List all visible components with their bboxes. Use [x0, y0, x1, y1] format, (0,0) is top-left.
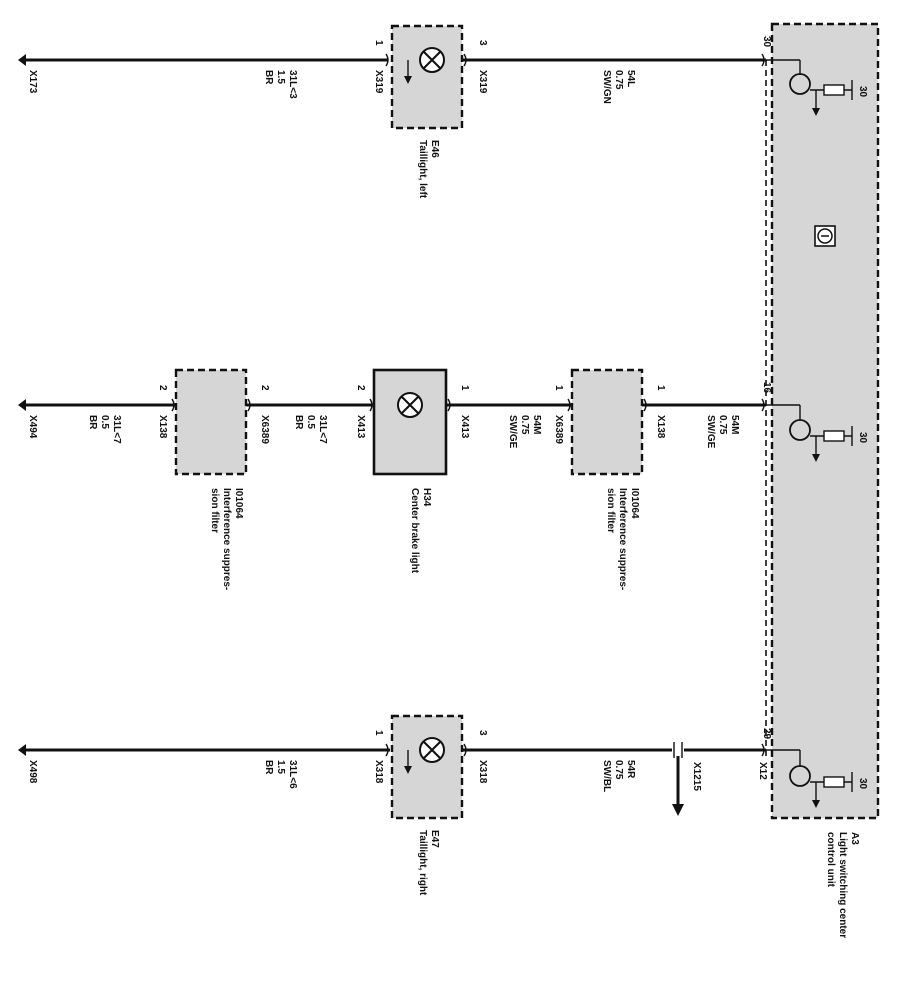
right-ground-color: BR: [263, 760, 274, 775]
right-lamp-name: Taillight, right: [417, 830, 428, 896]
filter-a-id: I01064: [233, 488, 244, 519]
filter-a-line2: sion filter: [209, 488, 220, 533]
filter-b-connector-b: X138: [655, 415, 666, 439]
center-mid-color: SW/GE: [507, 415, 518, 449]
cu-id: A3: [849, 832, 860, 845]
center-feed-circuit: 54M: [729, 415, 740, 434]
right-lamp-pin-out: 3: [477, 730, 488, 736]
filter-a-line1: Interference suppres-: [221, 488, 232, 590]
center-ground-connector: X494: [27, 415, 38, 439]
bulb-icon: [397, 392, 423, 418]
diagnostic-symbol-icon: [814, 225, 836, 247]
right-feed-color: SW/BL: [601, 760, 612, 792]
output-driver-bottom: [766, 749, 853, 808]
filter-b-line2: sion filter: [605, 488, 616, 533]
right-ground-connector: X498: [27, 760, 38, 784]
filter-b-connector-a: X6389: [553, 415, 564, 444]
center-lamp-pin-out: 1: [459, 385, 470, 391]
center-ground1-color: BR: [87, 415, 98, 430]
center-lamp-id: H34: [421, 488, 432, 507]
control-unit-a3: [765, 22, 880, 820]
right-ground-size: 1.5: [275, 760, 286, 774]
left-lamp-connector-a: X319: [373, 70, 384, 94]
bulb-icon: [419, 47, 445, 73]
filter-b-pin-a: 1: [553, 385, 564, 391]
relay-label-bottom: 30: [857, 778, 868, 790]
relay-label-mid: 30: [857, 432, 868, 444]
bulb-icon: [419, 737, 445, 763]
lamp-e46-box: [390, 24, 464, 130]
filter-b-box: [570, 368, 644, 476]
branch-right: [18, 714, 766, 820]
left-ground-size: 1.5: [275, 70, 286, 84]
right-lamp-id: E47: [429, 830, 440, 848]
lamp-ground-arrow-icon: [404, 766, 412, 774]
right-lamp-pin-in: 1: [373, 730, 384, 736]
left-lamp-connector-b: X319: [477, 70, 488, 94]
center-ground2-size: 0.5: [305, 415, 316, 429]
right-splice-label: X1215: [691, 762, 702, 791]
control-unit-box: [770, 22, 880, 820]
left-feed-color: SW/GN: [601, 70, 612, 104]
left-lamp-id: E46: [429, 140, 440, 158]
right-lamp-connector-b: X318: [477, 760, 488, 784]
center-ground1-circuit: 31L<7: [111, 415, 122, 444]
filter-a-pin-b: 2: [259, 385, 270, 391]
center-ground1-size: 0.5: [99, 415, 110, 429]
center-feed-color: SW/GE: [705, 415, 716, 449]
center-mid-circuit: 54M: [531, 415, 542, 434]
filter-b-id: I01064: [629, 488, 640, 519]
center-mid-size: 0.75: [519, 415, 530, 435]
filter-a-box: [174, 368, 248, 476]
branch-center: [18, 368, 766, 476]
center-ground2-circuit: 31L<7: [317, 415, 328, 444]
cu-pin-mid: 16: [761, 382, 772, 394]
cu-name-line1: Light switching center: [837, 832, 848, 938]
output-driver-top: [766, 59, 853, 116]
right-feed-size: 0.75: [613, 760, 624, 780]
center-lamp-connector-a: X413: [355, 415, 366, 439]
left-lamp-pin-in: 1: [373, 40, 384, 46]
left-lamp-name: Taillight, left: [417, 140, 428, 199]
filter-b-line1: Interference suppres-: [617, 488, 628, 590]
filter-b-pin-b: 1: [655, 385, 666, 391]
lamp-ground-arrow-icon: [404, 76, 412, 84]
lamp-e47-box: [390, 714, 464, 820]
center-ground2-color: BR: [293, 415, 304, 430]
cu-pin-top: 30: [761, 36, 772, 48]
filter-a-connector-a: X138: [157, 415, 168, 439]
relay-label-top: 30: [857, 86, 868, 98]
splice-arrow-icon: [672, 804, 684, 816]
right-feed-circuit: 54R: [625, 760, 636, 779]
filter-a-pin-a: 2: [157, 385, 168, 391]
cu-pin-bottom: 29: [761, 728, 772, 740]
center-lamp-connector-b: X413: [459, 415, 470, 439]
output-driver-mid: [766, 404, 853, 462]
center-lamp-name: Center brake light: [409, 488, 420, 574]
center-lamp-pin-in: 2: [355, 385, 366, 391]
right-ground-circuit: 31L<6: [287, 760, 298, 789]
cu-name-line2: control unit: [825, 832, 836, 888]
branch-left: [18, 24, 766, 130]
lamp-h34-box: [372, 368, 448, 476]
left-ground-circuit: 31L<3: [287, 70, 298, 99]
left-feed-circuit: 54L: [625, 70, 636, 87]
cu-connector-x12: X12: [757, 762, 768, 780]
left-feed-size: 0.75: [613, 70, 624, 90]
filter-a-connector-b: X6389: [259, 415, 270, 444]
right-lamp-connector-a: X318: [373, 760, 384, 784]
center-feed-size: 0.75: [717, 415, 728, 435]
left-ground-color: BR: [263, 70, 274, 85]
left-lamp-pin-out: 3: [477, 40, 488, 46]
left-ground-connector: X173: [27, 70, 38, 94]
